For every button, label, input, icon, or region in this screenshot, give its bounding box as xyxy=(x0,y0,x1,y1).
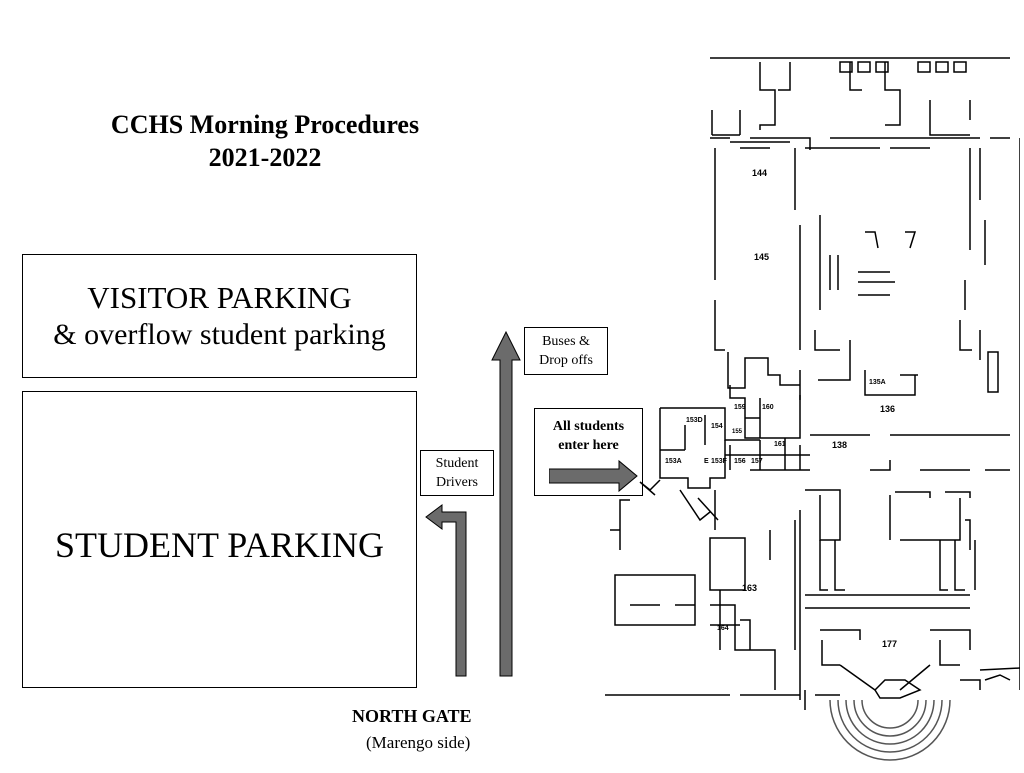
room-138-label: 138 xyxy=(832,440,847,450)
visitor-parking-area: VISITOR PARKING & overflow student parki… xyxy=(22,254,417,378)
overflow-parking-label: & overflow student parking xyxy=(53,318,386,351)
traffic-arrows xyxy=(425,330,521,677)
room-136-label: 136 xyxy=(880,404,895,414)
room-163-label: 163 xyxy=(742,583,757,593)
drivers-label-line-2: Drivers xyxy=(436,475,478,490)
entrance-callout-box: All students enter here xyxy=(534,408,643,496)
room-153A-label: 153A xyxy=(665,458,682,465)
room-164-label: 164 xyxy=(717,625,729,632)
room-157-label: 157 xyxy=(751,458,763,465)
room-153D-label: 153D xyxy=(686,417,703,424)
room-E-label: E xyxy=(704,458,709,465)
room-155-label: 155 xyxy=(732,429,743,435)
north-gate-label: NORTH GATE xyxy=(352,706,472,726)
room-156-label: 156 xyxy=(734,458,746,465)
title-line-2: 2021-2022 xyxy=(208,143,322,172)
student-parking-label: STUDENT PARKING xyxy=(54,524,385,565)
student-drivers-label-box: Student Drivers xyxy=(420,450,494,496)
room-160-label: 160 xyxy=(762,404,774,411)
enter-label-line-2: enter here xyxy=(558,438,619,453)
room-159-label: 159 xyxy=(734,404,746,411)
room-135A-label: 135A xyxy=(869,379,886,386)
visitor-parking-label: VISITOR PARKING xyxy=(87,280,352,315)
drivers-label-line-1: Student xyxy=(435,456,479,471)
title-line-1: CCHS Morning Procedures xyxy=(110,110,420,139)
student-parking-area: STUDENT PARKING xyxy=(22,391,417,688)
room-153F-label: 153F xyxy=(711,458,728,465)
bus-route-arrow-icon xyxy=(491,330,521,677)
room-154-label: 154 xyxy=(711,423,723,430)
room-144-label: 144 xyxy=(752,168,767,178)
page-title: CCHS Morning Procedures 2021-2022 xyxy=(40,108,490,174)
gate-side-label: (Marengo side) xyxy=(366,733,471,752)
room-145-label: 145 xyxy=(754,252,769,262)
room-177-label: 177 xyxy=(882,639,897,649)
room-161-label: 161 xyxy=(774,441,786,448)
enter-label-line-1: All students xyxy=(552,419,625,434)
entrance-arrow-icon xyxy=(549,459,638,493)
buses-label-line-2: Drop offs xyxy=(539,353,593,368)
student-driver-arrow-icon xyxy=(425,504,467,677)
buses-dropoff-label-box: Buses & Drop offs xyxy=(524,327,608,375)
buses-label-line-1: Buses & xyxy=(542,334,590,349)
school-floor-plan: 144 145 135A 136 138 159 160 153D 154 15… xyxy=(605,57,1020,761)
